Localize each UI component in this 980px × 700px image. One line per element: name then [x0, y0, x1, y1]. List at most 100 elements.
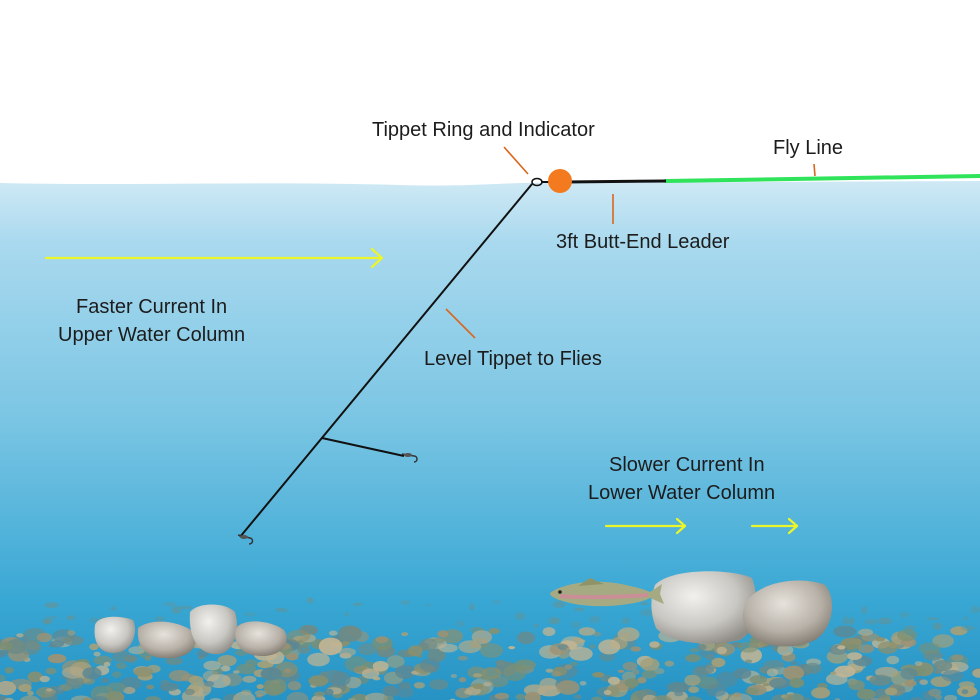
gravel-pebble [184, 688, 195, 696]
gravel-pebble [93, 651, 101, 657]
gravel-pebble [861, 606, 867, 614]
gravel-pebble [570, 661, 579, 666]
gravel-pebble [803, 662, 822, 674]
gravel-pebble [110, 606, 117, 611]
gravel-pebble [27, 690, 34, 696]
gravel-pebble [386, 655, 405, 668]
gravel-pebble [961, 689, 969, 695]
gravel-pebble [564, 664, 573, 670]
gravel-pebble [684, 696, 703, 700]
pointer-tippet-ring [503, 146, 529, 175]
gravel-pebble [65, 675, 84, 689]
gravel-pebble [649, 641, 660, 648]
gravel-pebble [941, 669, 964, 682]
gravel-pebble [203, 680, 215, 687]
gravel-pebble [358, 643, 377, 656]
label-butt-end-leader: 3ft Butt-End Leader [556, 231, 730, 253]
gravel-pebble [869, 674, 892, 686]
gravel-pebble [689, 648, 700, 653]
gravel-pebble [533, 623, 539, 628]
gravel-pebble [283, 608, 290, 613]
gravel-pebble [396, 686, 414, 698]
gravel-pebble [146, 684, 155, 690]
pointer-fly-line [813, 163, 816, 177]
gravel-pebble [400, 600, 411, 605]
gravel-pebble [745, 687, 759, 695]
gravel-pebble [705, 654, 716, 661]
gravel-pebble [878, 617, 892, 625]
gravel-pebble [171, 606, 182, 614]
gravel-pebble [471, 630, 493, 644]
gravel-pebble [918, 642, 941, 655]
gravel-pebble [909, 696, 925, 700]
gravel-pebble [372, 661, 389, 672]
gravel-pebble [858, 628, 874, 636]
gravel-pebble [762, 683, 770, 687]
gravel-pebble [133, 667, 154, 677]
gravel-pebble [46, 688, 53, 692]
gravel-pebble [383, 695, 394, 700]
gravel-pebble [16, 633, 24, 638]
gravel-pebble [766, 668, 779, 677]
gravel-pebble [203, 660, 221, 671]
gravel-pebble [128, 646, 146, 655]
rock-icon [651, 571, 833, 647]
gravel-pebble [944, 694, 958, 700]
gravel-pebble [640, 608, 654, 617]
gravel-pebble [115, 662, 127, 670]
gravel-pebble [345, 611, 349, 617]
gravel-pebble [429, 679, 449, 690]
butt-end-leader [564, 179, 667, 184]
gravel-pebble [624, 678, 639, 688]
gravel-pebble [557, 644, 568, 650]
fly-line [664, 174, 980, 183]
gravel-pebble [578, 639, 586, 643]
gravel-pebble [263, 678, 287, 695]
gravel-pebble [641, 669, 657, 679]
gravel-pebble [123, 686, 136, 695]
level-tippet [239, 183, 533, 538]
gravel-pebble [481, 667, 502, 680]
gravel-pebble [578, 627, 596, 636]
gravel-pebble [877, 641, 898, 654]
gravel-pebble [338, 625, 362, 642]
gravel-pebble [364, 692, 388, 700]
gravel-pebble [4, 667, 14, 674]
gravel-pebble [640, 601, 648, 606]
gravel-pebble [245, 659, 258, 667]
gravel-pebble [589, 615, 601, 624]
gravel-pebble [548, 617, 561, 625]
gravel-pebble [112, 671, 122, 678]
gravel-pebble [744, 659, 753, 664]
gravel-pebble [0, 680, 17, 696]
gravel-pebble [784, 693, 805, 700]
gravel-pebble [961, 625, 975, 632]
trout-icon [550, 578, 664, 607]
gravel-pebble [849, 617, 855, 626]
gravel-pebble [963, 616, 968, 621]
gravel-pebble [524, 691, 541, 700]
gravel-pebble [260, 667, 282, 681]
gravel-pebble [870, 697, 881, 700]
gravel-pebble [456, 620, 465, 627]
gravel-pebble [0, 653, 7, 658]
gravel-pebble [480, 643, 503, 658]
label-level-tippet: Level Tippet to Flies [424, 348, 602, 370]
gravel-pebble [842, 616, 851, 625]
label-fly-line: Fly Line [773, 137, 844, 159]
gravel-pebble [159, 682, 179, 692]
gravel-pebble [738, 641, 759, 653]
gravel-pebble [493, 600, 501, 604]
gravel-pebble [664, 660, 674, 667]
gravel-pebble [286, 692, 309, 700]
gravel-pebble [904, 679, 917, 688]
gravel-pebble [307, 652, 330, 667]
gravel-pebble [685, 654, 701, 663]
gravel-pebble [154, 616, 165, 623]
gravel-pebble [375, 636, 389, 644]
gravel-pebble [275, 607, 286, 612]
gravel-pebble [932, 622, 943, 630]
gravel-pebble [516, 631, 536, 645]
gravel-pebble [313, 691, 325, 697]
